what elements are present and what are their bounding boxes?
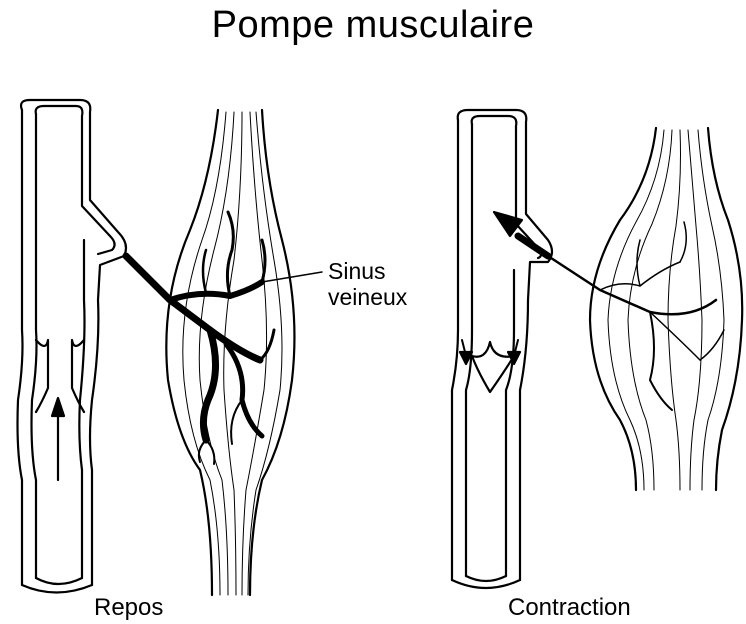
vein-contracted xyxy=(452,110,552,588)
muscle-resting xyxy=(126,110,322,595)
muscle-contracted xyxy=(548,128,742,490)
sinus-label-line1: Sinus xyxy=(328,258,407,284)
left-valve-cusp xyxy=(36,340,48,412)
repos-label: Repos xyxy=(94,594,163,622)
vein-resting xyxy=(18,100,127,593)
sinus-label-line2: veineux xyxy=(328,284,407,310)
contraction-label: Contraction xyxy=(508,594,631,622)
sinus-veineux-label: Sinus veineux xyxy=(328,258,407,310)
